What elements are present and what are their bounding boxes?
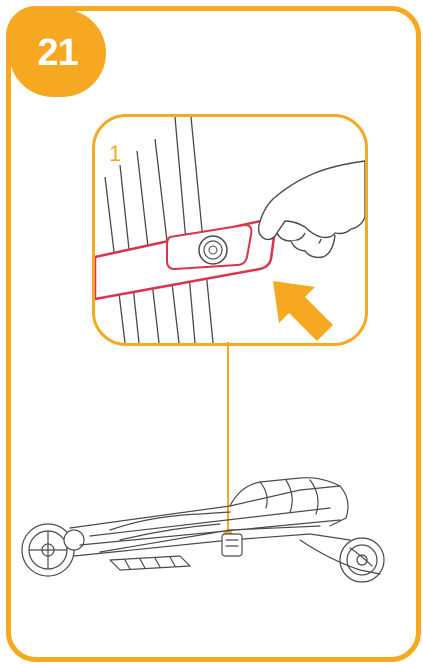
- step-frame: [6, 6, 421, 662]
- release-button-icon: [198, 235, 228, 265]
- detail-callout: 1: [92, 114, 368, 346]
- step-number-badge: 21: [9, 9, 106, 97]
- callout-connector-dot: [223, 530, 233, 540]
- detail-step-label: 1: [109, 141, 122, 166]
- step-number: 21: [37, 31, 78, 74]
- push-arrow-icon: [273, 281, 333, 341]
- frame-tubes: [104, 117, 214, 343]
- hand-icon: [257, 160, 365, 259]
- callout-connector-line: [227, 342, 229, 532]
- detail-illustration: [95, 117, 365, 343]
